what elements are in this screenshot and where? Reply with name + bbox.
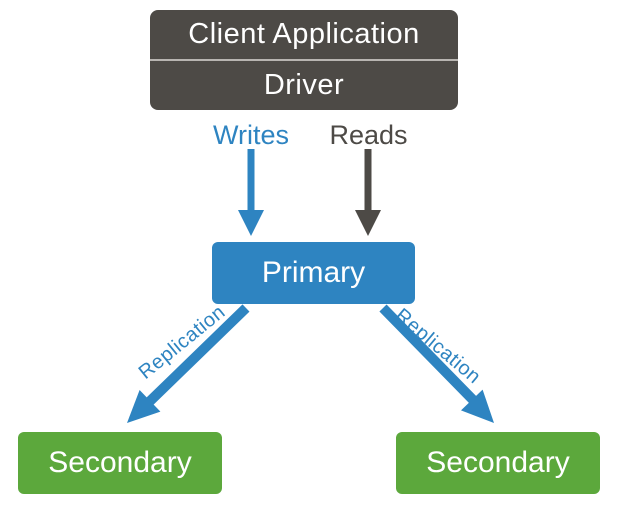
replication-arrow-left: Replication — [127, 301, 250, 423]
reads-arrow — [355, 149, 381, 236]
driver-label: Driver — [263, 69, 345, 101]
replication-label-right: Replication — [391, 304, 485, 388]
secondary-node-right: Secondary — [396, 432, 600, 494]
primary-node: Primary — [212, 242, 415, 304]
replication-arrow-right: Replication — [379, 304, 494, 423]
client-application-label: Client Application — [150, 10, 458, 61]
writes-arrow — [238, 149, 264, 236]
secondary-node-left: Secondary — [18, 432, 222, 494]
writes-label: Writes — [212, 120, 289, 150]
client-application-node: Client Application Driver — [150, 10, 458, 110]
reads-label: Reads — [329, 120, 408, 150]
